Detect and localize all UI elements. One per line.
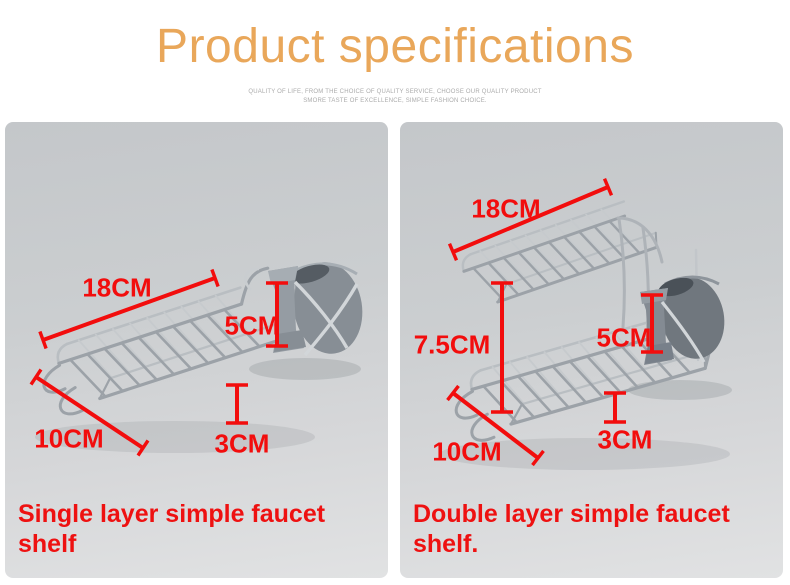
dimension-label-basket-height: 3CM xyxy=(214,428,270,459)
dimension-line-basket-height xyxy=(604,391,626,424)
single-layer-panel: 18CM 5CM 10CM 3CM Single layer simple fa… xyxy=(5,122,388,578)
dimension-label-width: 18CM xyxy=(471,193,541,224)
dimension-label-depth: 10CM xyxy=(432,436,502,467)
page-title: Product specifications xyxy=(156,20,634,73)
dimension-line-basket-height xyxy=(226,383,248,425)
page-tagline: QUALITY OF LIFE, FROM THE CHOICE OF QUAL… xyxy=(0,88,790,106)
single-layer-product-illustration xyxy=(35,262,363,453)
wire-basket xyxy=(42,266,301,416)
dimension-line-width xyxy=(38,268,220,350)
tagline-line-1: QUALITY OF LIFE, FROM THE CHOICE OF QUAL… xyxy=(248,89,542,95)
single-layer-caption: Single layer simple faucet shelf xyxy=(18,500,326,558)
double-layer-dimension-lines xyxy=(446,178,663,467)
dimension-label-depth: 10CM xyxy=(34,423,104,454)
tagline-line-2: SMORE TASTE OF EXCELLENCE, SIMPLE FASHIO… xyxy=(303,98,487,104)
dimension-line-clamp-height xyxy=(266,281,288,348)
dimension-line-tier-gap xyxy=(491,281,513,414)
single-layer-dimension-lines xyxy=(29,268,288,457)
dimension-label-clamp-height: 5CM xyxy=(224,310,280,341)
double-layer-product-illustration xyxy=(440,200,732,470)
dimension-label-tier-gap: 7.5CM xyxy=(413,329,491,360)
product-shadow xyxy=(440,380,732,470)
dimension-line-width xyxy=(447,178,614,261)
dimension-label-width: 18CM xyxy=(82,272,152,303)
dimension-label-basket-height: 3CM xyxy=(597,424,653,455)
double-layer-caption: Double layer simple faucet shelf. xyxy=(413,500,730,558)
wire-basket-bottom-tier xyxy=(454,303,718,442)
double-layer-panel: 18CM 7.5CM 5CM 10CM 3CM Double layer sim… xyxy=(400,122,783,578)
dimension-line-clamp-height xyxy=(641,293,663,354)
faucet-clamp xyxy=(640,275,725,365)
dimension-line-depth xyxy=(29,368,150,457)
product-shadow xyxy=(35,358,361,453)
dimension-label-clamp-height: 5CM xyxy=(596,322,652,353)
dimension-line-depth xyxy=(446,384,545,467)
